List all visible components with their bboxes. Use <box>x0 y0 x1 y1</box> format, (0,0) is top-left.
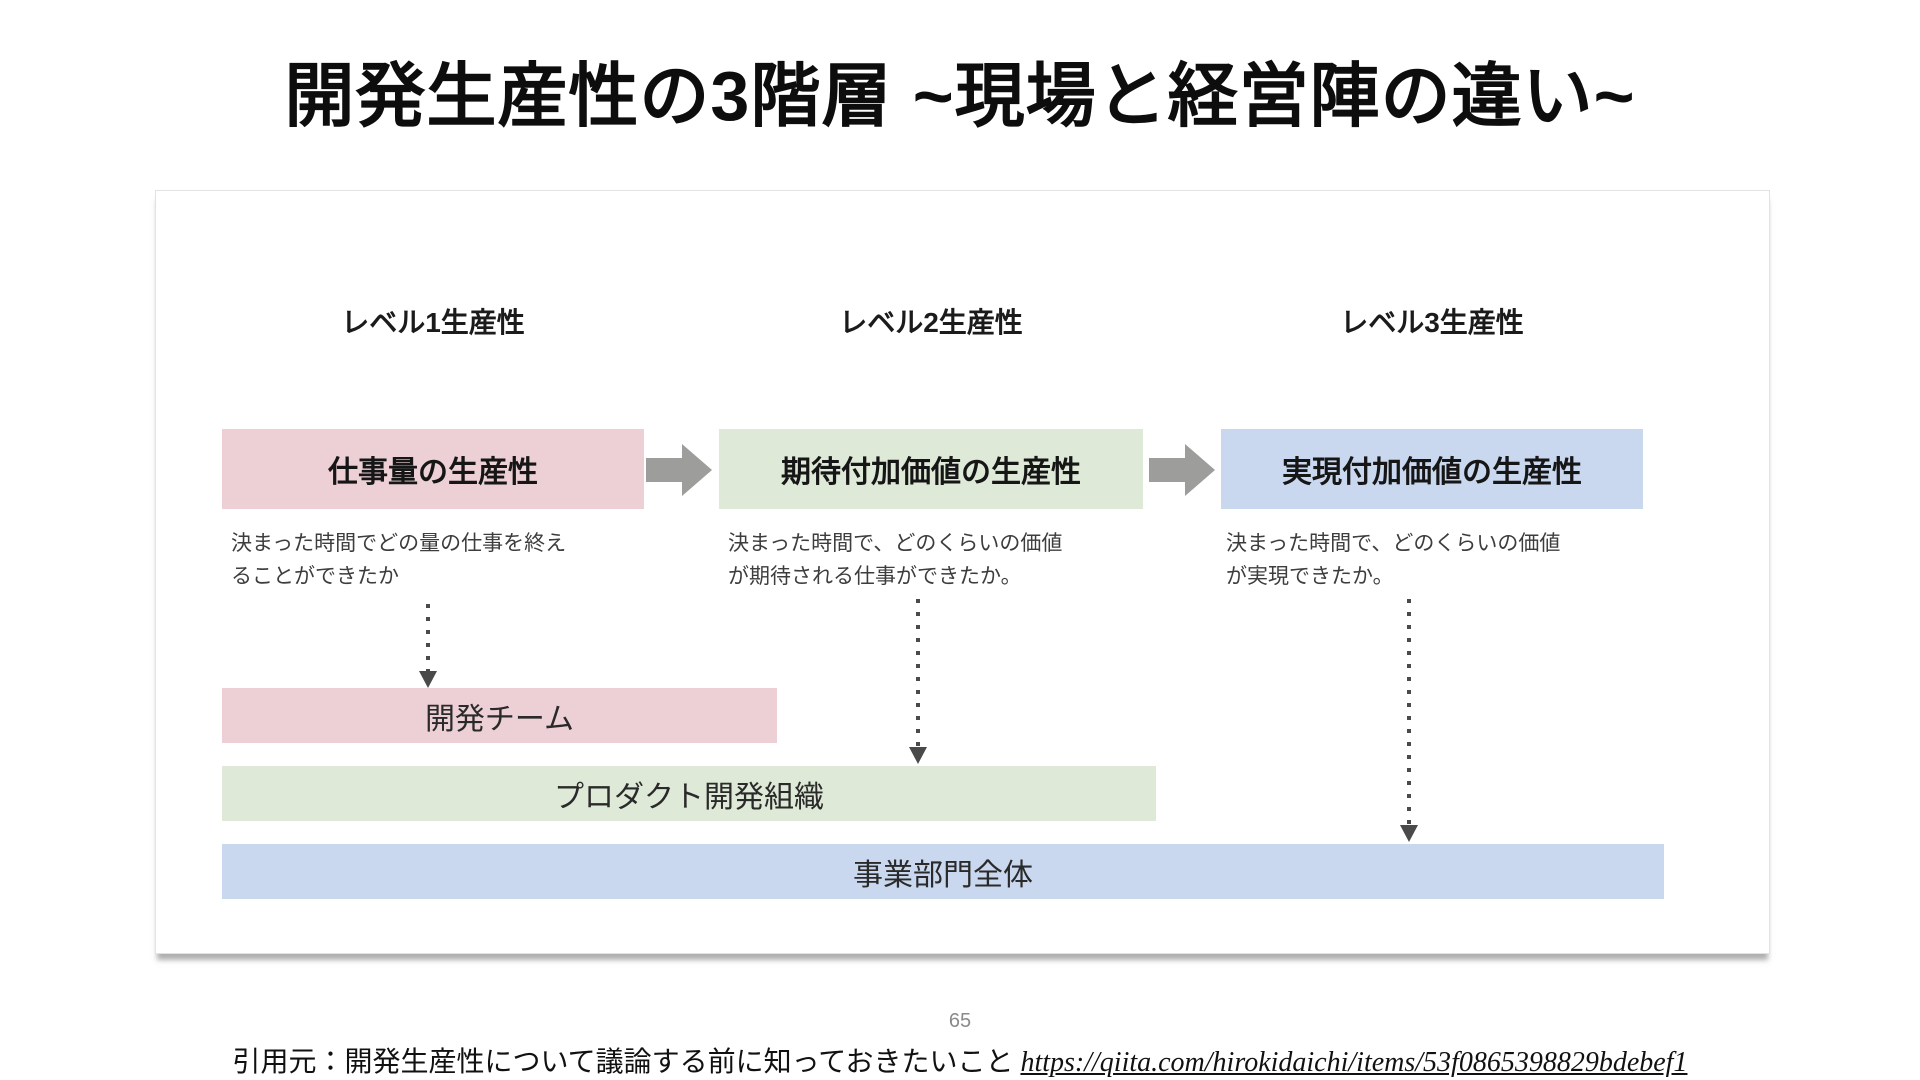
slide-title: 開発生産性の3階層 ~現場と経営陣の違い~ <box>284 57 1636 135</box>
page-number: 65 <box>948 1010 972 1032</box>
scope-bar-business-unit-label: 事業部門全体 <box>853 858 1033 892</box>
dotted-line <box>1407 599 1411 825</box>
scope-bar-product-org-label: プロダクト開発組織 <box>554 780 824 814</box>
column-header-level3: レベル3生産性 <box>1340 307 1524 338</box>
dotted-line <box>916 599 920 747</box>
citation-text: 引用元：開発生産性について議論する前に知っておきたいこと <box>232 1047 1021 1078</box>
description-level2: 決まった時間で、どのくらいの価値 が期待される仕事ができたか。 <box>728 528 1062 593</box>
citation-link[interactable]: https://qiita.com/hirokidaichi/items/53f… <box>1020 1047 1688 1078</box>
citation: 引用元：開発生産性について議論する前に知っておきたいこと https://qii… <box>0 1040 1920 1080</box>
arrow-head <box>1400 825 1418 842</box>
description-level1-line1: 決まった時間でどの量の仕事を終え <box>231 532 567 555</box>
arrow-right-icon <box>1149 444 1215 496</box>
description-level2-line1: 決まった時間で、どのくらいの価値 <box>728 532 1063 555</box>
productivity-box-level1-label: 仕事量の生産性 <box>328 456 538 489</box>
productivity-box-level2-label: 期待付加価値の生産性 <box>781 456 1081 489</box>
productivity-box-level3: 実現付加価値の生産性 <box>1221 429 1643 509</box>
column-header-level2: レベル2生産性 <box>839 307 1023 338</box>
productivity-box-level2: 期待付加価値の生産性 <box>719 429 1143 509</box>
description-level3: 決まった時間で、どのくらいの価値 が実現できたか。 <box>1226 528 1560 593</box>
dotted-arrow-down-icon <box>418 604 438 688</box>
column-header-level1: レベル1生産性 <box>341 307 525 338</box>
scope-bar-product-org: プロダクト開発組織 <box>222 766 1156 821</box>
arrow-head <box>909 747 927 764</box>
productivity-box-level3-label: 実現付加価値の生産性 <box>1282 456 1582 489</box>
diagram-card: レベル1生産性 レベル2生産性 レベル3生産性 仕事量の生産性 期待付加価値の生… <box>155 190 1770 954</box>
description-level3-line1: 決まった時間で、どのくらいの価値 <box>1226 532 1561 555</box>
description-level3-line2: が実現できたか。 <box>1226 564 1394 588</box>
description-level2-line2: が期待される仕事ができたか。 <box>728 564 1022 588</box>
description-level1: 決まった時間でどの量の仕事を終え ることができたか <box>231 528 566 593</box>
dotted-arrow-down-icon <box>908 599 928 764</box>
arrow-right-icon <box>646 444 712 496</box>
productivity-box-level1: 仕事量の生産性 <box>222 429 644 509</box>
scope-bar-business-unit: 事業部門全体 <box>222 844 1664 899</box>
dotted-arrow-down-icon <box>1399 599 1419 842</box>
dotted-line <box>426 604 430 671</box>
scope-bar-dev-team: 開発チーム <box>222 688 777 743</box>
scope-bar-dev-team-label: 開発チーム <box>424 702 575 736</box>
description-level1-line2: ることができたか <box>231 564 399 588</box>
arrow-head <box>419 671 437 688</box>
